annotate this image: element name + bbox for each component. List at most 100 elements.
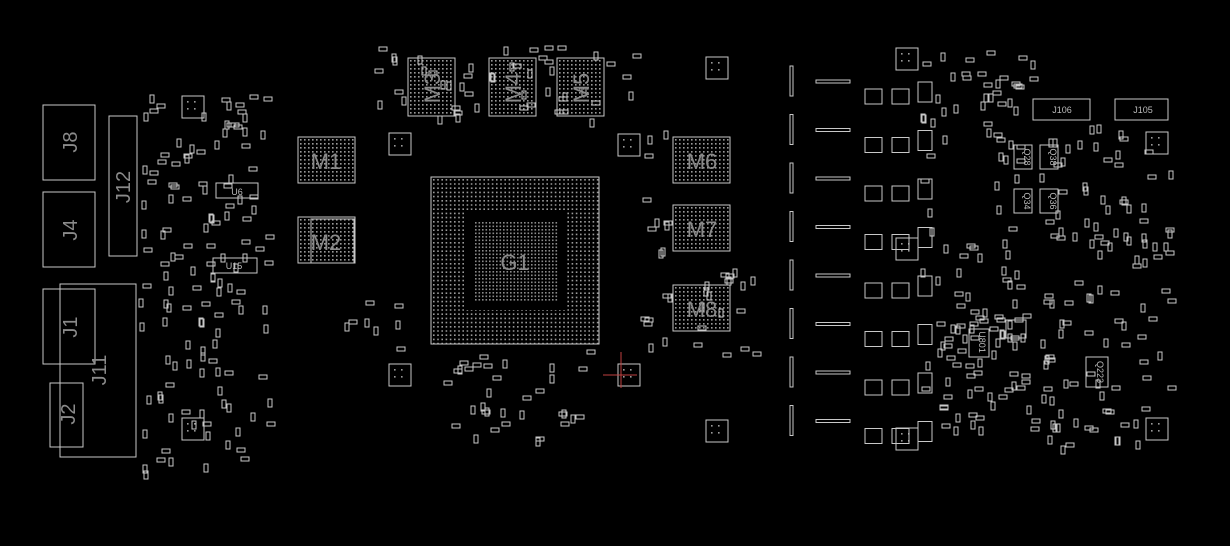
label-j106[interactable]: J106 (1052, 105, 1072, 115)
passive-component (969, 245, 979, 251)
passive-component (977, 253, 983, 263)
ic-u6 (215, 182, 259, 199)
passive-component (1050, 420, 1056, 430)
label-j2[interactable]: J2 (58, 403, 80, 424)
vrm-mosfet (917, 421, 933, 442)
label-m7[interactable]: M7 (687, 217, 718, 242)
passive-component (481, 409, 491, 415)
passive-component (459, 82, 465, 92)
passive-component (1001, 266, 1007, 276)
passive-component (235, 427, 241, 437)
label-j12[interactable]: J12 (113, 171, 135, 203)
passive-component (945, 377, 951, 387)
label-m5[interactable]: M5 (569, 73, 594, 104)
passive-component (1168, 170, 1174, 180)
passive-component (736, 308, 746, 314)
vrm-inductor (815, 225, 851, 229)
label-m2[interactable]: M2 (311, 230, 342, 255)
passive-component (1021, 379, 1031, 385)
passive-component (1140, 303, 1146, 313)
passive-component (1105, 205, 1111, 215)
vrm-mosfet (864, 428, 883, 444)
passive-component (535, 436, 545, 442)
passive-component (141, 229, 147, 239)
passive-component (1044, 355, 1050, 365)
vrm-inductor (815, 79, 851, 84)
passive-component (544, 59, 554, 65)
label-q28[interactable]: Q28 (1022, 148, 1032, 165)
passive-component (250, 412, 256, 422)
passive-component (428, 70, 438, 76)
label-q223[interactable]: Q223 (1095, 361, 1105, 383)
passive-component (996, 137, 1006, 143)
passive-component (988, 93, 994, 103)
passive-component (142, 464, 148, 474)
passive-component (969, 324, 975, 334)
passive-component (1060, 445, 1066, 455)
label-j4[interactable]: J4 (60, 219, 82, 240)
transistor-q223 (1085, 356, 1109, 388)
label-m3[interactable]: M3 (420, 73, 445, 104)
passive-component (241, 143, 251, 149)
passive-component (1055, 210, 1061, 220)
passive-component (1094, 234, 1104, 240)
label-m6[interactable]: M6 (687, 149, 718, 174)
label-m8[interactable]: M8 (687, 297, 718, 322)
label-g1[interactable]: G1 (500, 250, 529, 275)
label-u6[interactable]: U6 (231, 187, 243, 197)
passive-component (1100, 195, 1106, 205)
passive-component (998, 152, 1004, 162)
passive-component (1167, 229, 1173, 239)
label-j1[interactable]: J1 (60, 316, 82, 337)
label-m1[interactable]: M1 (311, 149, 342, 174)
passive-component (139, 322, 145, 332)
passive-component (632, 53, 642, 59)
passive-component (1007, 333, 1013, 343)
vrm-inductor (815, 273, 851, 278)
passive-component (740, 281, 746, 291)
vrm-mosfet (891, 185, 910, 202)
passive-component (446, 81, 452, 91)
passive-component (535, 388, 545, 394)
label-q36[interactable]: Q36 (1048, 192, 1058, 209)
passive-component (201, 301, 211, 307)
vrm-mosfet (917, 227, 933, 248)
passive-component (720, 272, 730, 278)
vrm-mosfet (891, 88, 910, 105)
passive-component (237, 195, 243, 205)
connector-j105 (1114, 98, 1169, 121)
passive-component (1144, 149, 1154, 155)
passive-component (170, 252, 176, 262)
vrm-mosfet (891, 428, 910, 444)
label-j11[interactable]: J11 (89, 355, 111, 386)
passive-component (663, 130, 669, 140)
passive-component (214, 312, 224, 318)
passive-component (440, 80, 446, 90)
vrm-mosfet (864, 88, 883, 105)
passive-component (965, 363, 975, 369)
passive-component (451, 423, 461, 429)
label-q38[interactable]: Q38 (1048, 148, 1058, 165)
passive-component (168, 194, 174, 204)
passive-component (451, 105, 461, 111)
passive-component (740, 346, 750, 352)
passive-component (704, 281, 710, 291)
passive-component (199, 368, 205, 378)
label-j105[interactable]: J105 (1133, 105, 1153, 115)
passive-component (142, 283, 152, 289)
label-u15[interactable]: U15 (226, 261, 243, 271)
label-u801[interactable]: U801 (977, 331, 987, 353)
passive-component (952, 362, 962, 368)
label-m4[interactable]: M4 (501, 73, 526, 104)
passive-component (457, 365, 463, 375)
passive-component (983, 121, 993, 127)
passive-component (226, 101, 232, 111)
label-q34[interactable]: Q34 (1022, 192, 1032, 209)
passive-component (529, 47, 539, 53)
passive-component (725, 273, 735, 279)
passive-component (1167, 298, 1177, 304)
passive-component (644, 153, 654, 159)
passive-component (1084, 218, 1090, 228)
label-j8[interactable]: J8 (60, 131, 82, 152)
